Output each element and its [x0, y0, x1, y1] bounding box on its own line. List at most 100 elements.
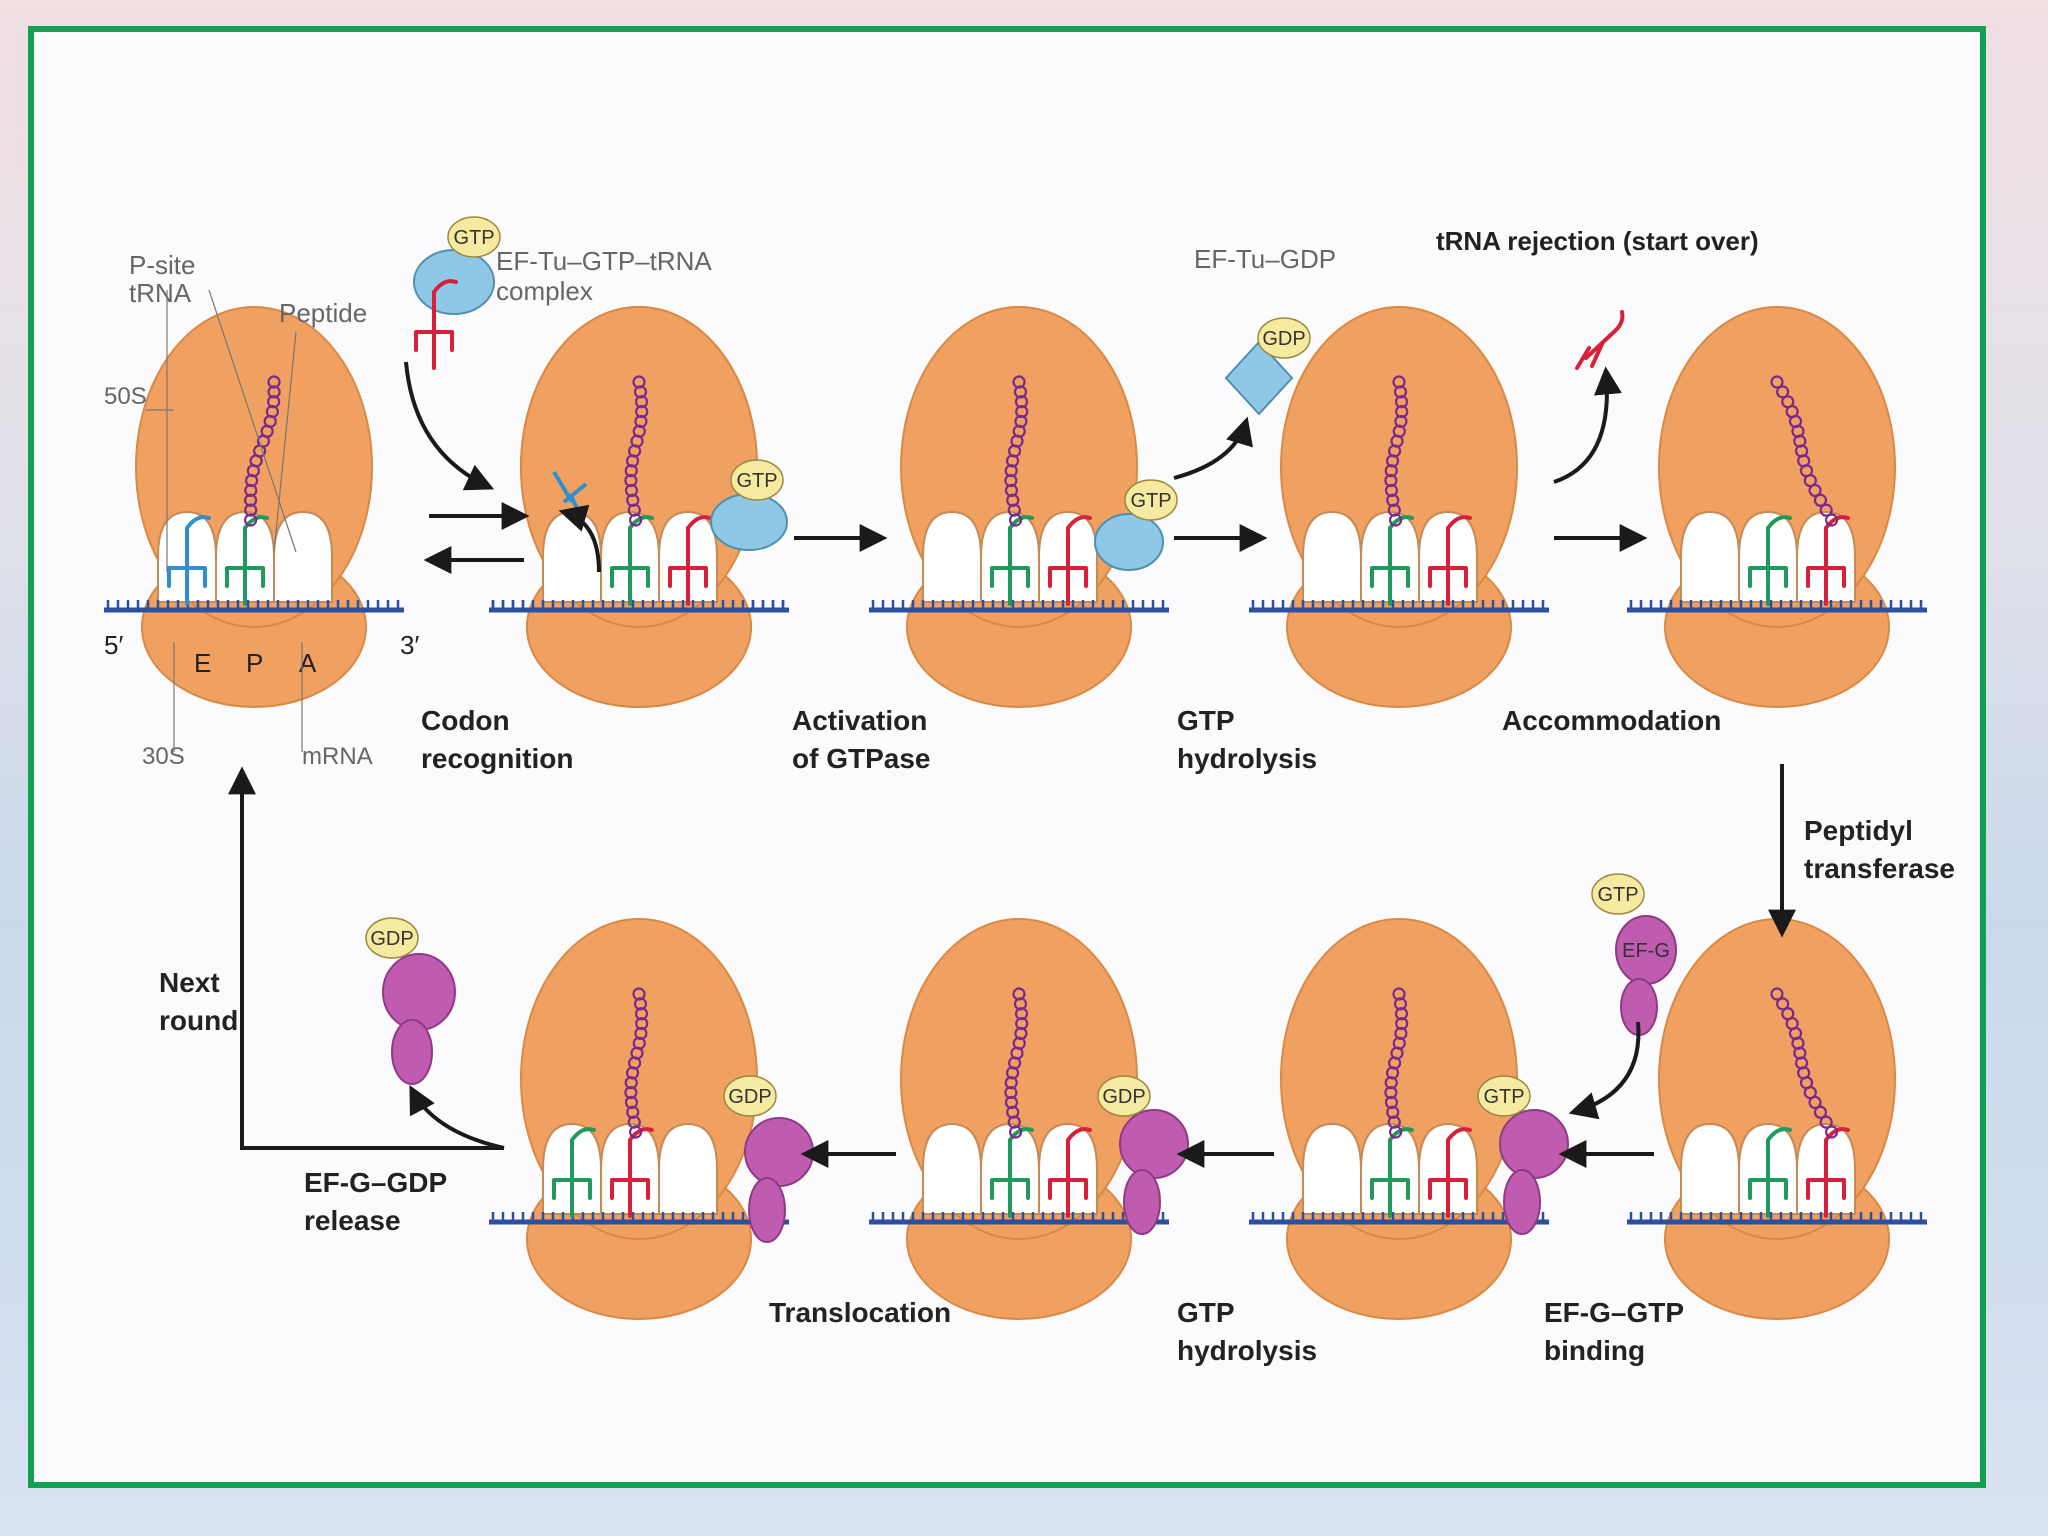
psite-trna-label: tRNA — [129, 278, 192, 308]
step-activation: of GTPase — [792, 743, 930, 774]
rejection-arrow — [1553, 366, 1622, 484]
ribosomes-layer — [104, 306, 1927, 1320]
peptide-chain — [243, 375, 281, 527]
ef-g-blob — [1123, 1169, 1161, 1235]
three-prime-label: 3′ — [400, 630, 419, 660]
mrna-strand — [1627, 600, 1927, 613]
step-peptidyl-transferase: transferase — [1804, 853, 1955, 884]
step-translocation: Translocation — [769, 1297, 951, 1328]
peptide-label: Peptide — [279, 298, 367, 328]
ribosome-site-pocket — [658, 1122, 718, 1215]
step-gtp-hydrolysis-2: hydrolysis — [1177, 1335, 1317, 1366]
trna-a-site — [668, 515, 712, 606]
ef-tu-complex-label: EF-Tu–GTP–tRNA — [496, 246, 712, 276]
step-codon-recognition: recognition — [421, 743, 573, 774]
peptide-chain — [1770, 987, 1839, 1139]
trna-p-site — [1370, 1127, 1414, 1218]
peptide-chain — [624, 375, 649, 527]
gtp-pill: GTP — [1477, 1075, 1531, 1117]
gdp-pill: GDP — [1097, 1075, 1151, 1117]
gdp-pill: GDP — [365, 917, 419, 959]
ef-g-blob — [748, 1177, 786, 1243]
trna-rejection-label: tRNA rejection (start over) — [1436, 226, 1759, 256]
step-gtp-hydrolysis: hydrolysis — [1177, 743, 1317, 774]
ef-tu-blob — [710, 493, 788, 551]
s30-label: 30S — [142, 743, 185, 770]
peptide-chain — [1384, 375, 1409, 527]
trna-a-site — [1048, 515, 1092, 606]
step-ef-g-gtp-binding: EF-G–GTP — [1544, 1297, 1684, 1328]
ribosome-ef-g-binding — [1249, 918, 1549, 1320]
trna-a-site — [1428, 1127, 1472, 1218]
trna-p-site — [1748, 515, 1792, 606]
peptide-chain — [1004, 987, 1029, 1139]
ribosome-site-pocket — [273, 510, 333, 603]
ribosome-site-pocket — [1302, 510, 1362, 603]
trna-a-site — [1806, 515, 1850, 606]
svg-text:GTP: GTP — [1597, 884, 1638, 906]
trna-a-site — [1048, 1127, 1092, 1218]
trna-e-site — [552, 1127, 596, 1218]
ribosome-gtp-hydrolysis-2 — [869, 918, 1169, 1320]
mrna-strand — [1627, 1212, 1927, 1225]
peptide-chain — [1770, 375, 1839, 527]
trna-p-site — [1370, 515, 1414, 606]
step-ef-g-gdp-release: release — [304, 1205, 401, 1236]
step-accommodation: Accommodation — [1502, 705, 1721, 736]
gtp-pill: GTP — [447, 216, 501, 258]
release-arrow — [1173, 416, 1253, 480]
svg-text:GDP: GDP — [1102, 1086, 1145, 1108]
gdp-pill: GDP — [723, 1075, 777, 1117]
svg-text:GTP: GTP — [1130, 490, 1171, 512]
step-peptidyl-transferase: Peptidyl — [1804, 815, 1913, 846]
trna-a-site — [1428, 515, 1472, 606]
ef-g-incoming-arrow — [1568, 1021, 1641, 1120]
svg-text:GTP: GTP — [1483, 1086, 1524, 1108]
trna-e-site — [167, 515, 211, 606]
trna-p-site — [1748, 1127, 1792, 1218]
e-site-label: E — [194, 648, 211, 678]
ribosome-site-pocket — [922, 510, 982, 603]
trna-p-site — [990, 1127, 1034, 1218]
ef-g-label: EF-G — [1622, 940, 1670, 962]
incoming-arrow — [404, 361, 495, 491]
ribosome-initial — [104, 306, 404, 708]
step-next-round: Next — [159, 967, 220, 998]
ribosome-translocation — [489, 918, 789, 1320]
ef-g-blob — [382, 953, 456, 1031]
mrna-strand — [104, 600, 404, 613]
ribosome-site-pocket — [542, 510, 602, 603]
ef-tu-blob — [1094, 513, 1164, 571]
svg-text:GTP: GTP — [736, 470, 777, 492]
incoming-trna — [414, 279, 458, 370]
peptide-chain — [1004, 375, 1029, 527]
next-round-arrow — [228, 766, 504, 1150]
ef-tu-complex-label: complex — [496, 276, 593, 306]
step-codon-recognition: Codon — [421, 705, 510, 736]
peptide-chain — [624, 987, 649, 1139]
a-site-label: A — [299, 648, 317, 678]
trna-p-site — [990, 515, 1034, 606]
ribosome-codon-recognition-overlay — [489, 306, 789, 708]
ef-g-blob — [1499, 1109, 1569, 1179]
peptide-chain — [1384, 987, 1409, 1139]
leader-lines — [146, 289, 303, 752]
step-next-round: round — [159, 1005, 238, 1036]
psite-trna-label: P-site — [129, 250, 195, 280]
ribosome-gtp-hydrolysis — [1249, 306, 1549, 708]
step-gtp-hydrolysis-2: GTP — [1177, 1297, 1235, 1328]
trna-p-site — [225, 515, 269, 606]
ef-g-blob — [391, 1019, 433, 1085]
ef-g-blob — [1503, 1169, 1541, 1235]
step-gtp-hydrolysis: GTP — [1177, 705, 1235, 736]
svg-text:GDP: GDP — [728, 1086, 771, 1108]
mrna-strand — [869, 600, 1169, 613]
ribosome-site-pocket — [1680, 510, 1740, 603]
ribosome-site-pocket — [1680, 1122, 1740, 1215]
leaving-arrow — [558, 504, 601, 573]
mrna-label: mRNA — [302, 743, 373, 770]
s50-label: 50S — [104, 383, 147, 410]
